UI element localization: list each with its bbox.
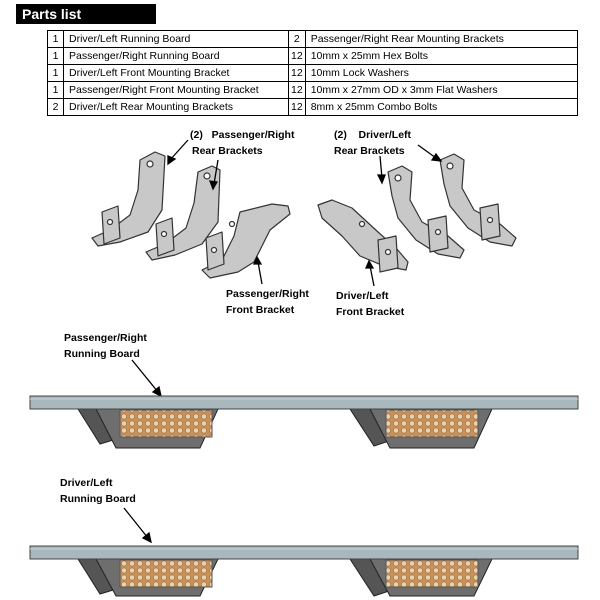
part-description: 8mm x 25mm Combo Bolts <box>304 98 579 116</box>
part-quantity: 12 <box>288 98 306 116</box>
passenger-right-front-bracket <box>201 203 291 279</box>
part-description: Driver/Left Running Board <box>63 30 289 48</box>
part-description: Passenger/Right Running Board <box>63 47 289 65</box>
driver-left-front-bracket <box>317 199 409 273</box>
parts-list-title: Parts list <box>16 4 156 24</box>
label-arrows <box>123 139 443 544</box>
passenger-right-rear-bracket <box>145 165 221 261</box>
driver-left-rear-bracket <box>439 153 517 247</box>
passenger-right-running-board <box>29 395 579 449</box>
part-description: Driver/Left Rear Mounting Brackets <box>63 98 289 116</box>
driver-left-rear-bracket <box>387 165 465 259</box>
passenger-right-rear-bracket <box>91 151 166 247</box>
label-driver-left-rear-brackets: (2) Driver/Left Rear Brackets <box>334 129 412 157</box>
label-passenger-right-rear-brackets: (2) Passenger/Right Rear Brackets <box>190 129 295 157</box>
driver-left-running-board <box>29 545 579 597</box>
